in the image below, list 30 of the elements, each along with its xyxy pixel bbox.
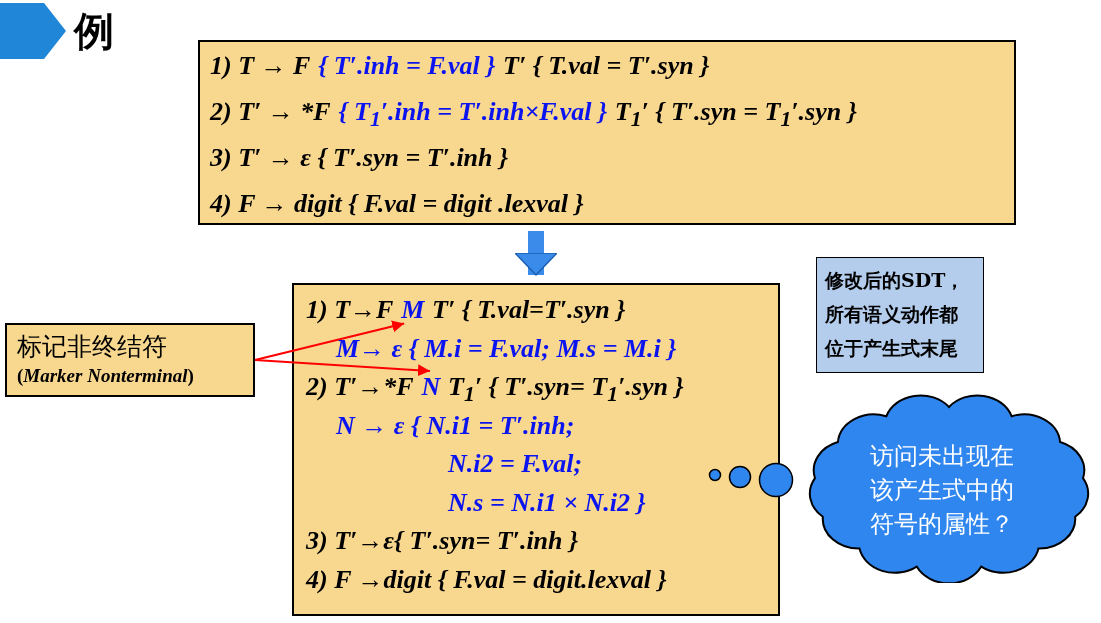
label-text: 标记非终结符 <box>17 331 168 363</box>
rule-text: M→ ε { M.i = F.val; M.s = M.i } <box>336 332 677 365</box>
rule-text: 1) T → F <box>210 50 311 82</box>
arrow <box>254 358 431 377</box>
rule-text: N.s = N.i1 × N.i2 } <box>448 486 646 519</box>
label-text: (Marker Nonterminal) <box>17 364 195 388</box>
rule-text: 4) F →digit { F.val = digit.lexval } <box>306 563 667 596</box>
block-arrow <box>514 231 558 276</box>
rule-text: 2) T′ → *F <box>210 96 331 128</box>
label-box <box>5 323 255 397</box>
rule-text: 3) T′ → ε { T′.syn = T′.inh } <box>210 142 509 174</box>
rule-text: T′ { T.val=T′.syn } <box>432 294 626 326</box>
rule-text: 4) F → digit { F.val = digit .lexval } <box>210 188 584 220</box>
rule-text: 2) T′→*F <box>306 371 414 403</box>
cloud-text: 访问未出现在该产生式中的符号的属性？ <box>870 441 1015 540</box>
rule-text: 1) T→F <box>306 294 394 326</box>
rule-text: T$_{1}$′ { T′.syn= T$_{1}$′.syn } <box>448 371 684 409</box>
arrow <box>254 320 405 362</box>
note-box <box>816 257 984 373</box>
rule-text: { T$_{1}$′.inh = T′.inh×F.val } <box>338 96 607 134</box>
rule-text: N → ε { N.i1 = T′.inh; <box>336 409 575 442</box>
rule-text: 3) T′→ε{ T′.syn= T′.inh } <box>306 525 579 557</box>
rule-text: T′ { T.val = T′.syn } <box>503 50 710 82</box>
symbol-text: N <box>421 368 441 407</box>
rule-text: T$_{1}$′ { T′.syn = T$_{1}$′.syn } <box>614 96 857 134</box>
rule-text: N.i2 = F.val; <box>448 448 583 480</box>
title: 例 <box>74 7 114 56</box>
note-text: 修改后的SDT，所有语义动作都位于产生式末尾 <box>825 268 966 361</box>
rule-text: { T′.inh = F.val } <box>318 50 496 82</box>
symbol-text: M <box>401 291 425 330</box>
